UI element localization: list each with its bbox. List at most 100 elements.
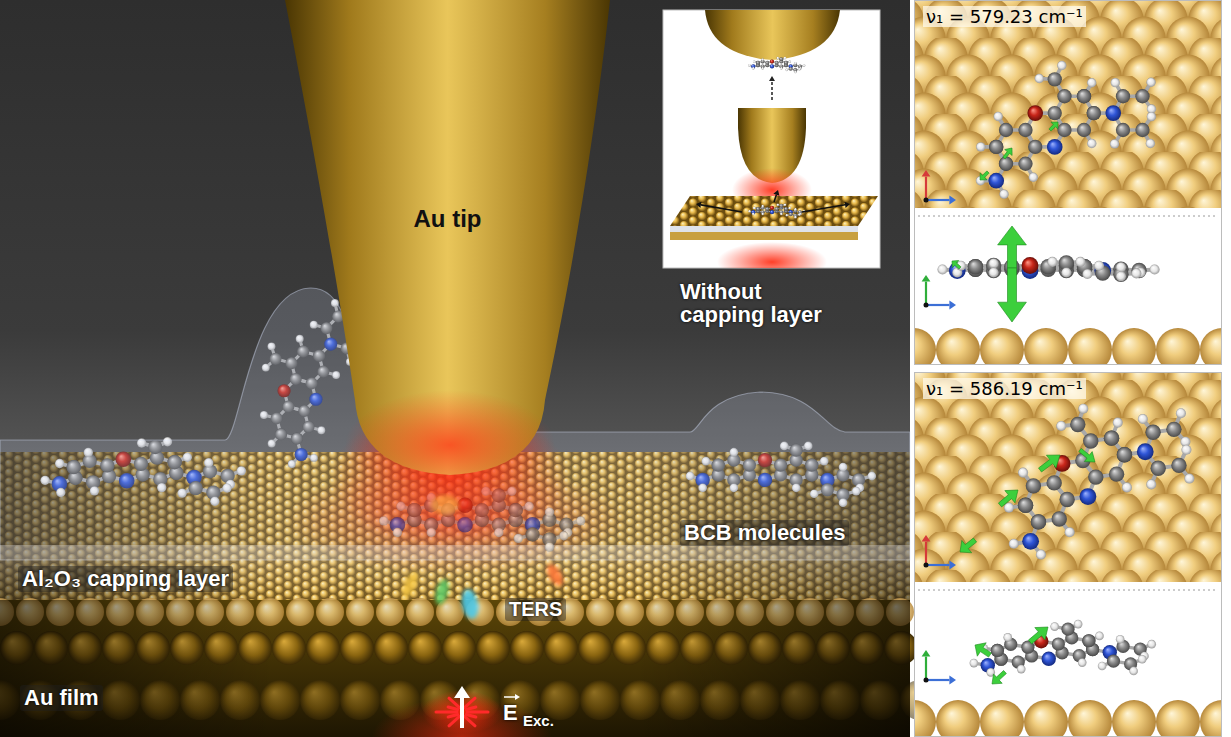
art-circle bbox=[980, 328, 1024, 365]
bcb-molecule bbox=[748, 203, 805, 218]
art-circle bbox=[1035, 74, 1044, 83]
art-circle bbox=[1146, 78, 1155, 87]
art-circle bbox=[988, 173, 1004, 189]
art-circle bbox=[1146, 139, 1155, 148]
art-circle bbox=[1048, 106, 1062, 120]
inset-picture bbox=[663, 10, 880, 282]
art-circle bbox=[980, 700, 1024, 737]
art-line bbox=[925, 177, 927, 200]
art-circle bbox=[576, 516, 585, 525]
art-ellipse bbox=[717, 242, 827, 268]
art-rect bbox=[0, 600, 910, 737]
art-circle bbox=[968, 259, 983, 274]
art-circle bbox=[914, 700, 936, 737]
art-polygon bbox=[845, 202, 850, 208]
art-circle bbox=[1095, 632, 1104, 641]
mode-arrow bbox=[960, 538, 977, 553]
art-circle bbox=[991, 644, 1004, 657]
art-circle bbox=[776, 203, 779, 206]
art-circle bbox=[1026, 478, 1041, 493]
art-circle bbox=[756, 61, 760, 65]
art-circle bbox=[779, 57, 783, 61]
art-circle bbox=[989, 140, 1003, 154]
art-circle bbox=[1104, 430, 1119, 445]
art-circle bbox=[924, 678, 929, 683]
art-rect bbox=[670, 232, 858, 240]
art-circle bbox=[1018, 498, 1033, 513]
art-rect bbox=[914, 0, 1222, 208]
art-polygon bbox=[922, 650, 931, 657]
molecule-label: BCB molecules bbox=[680, 520, 849, 546]
main-scene bbox=[0, 0, 940, 737]
art-circle bbox=[1050, 622, 1059, 631]
art-line bbox=[774, 195, 776, 202]
bcb-molecule bbox=[937, 255, 1159, 282]
art-circle bbox=[756, 207, 760, 211]
art-circle bbox=[1150, 264, 1160, 274]
art-line bbox=[918, 216, 1218, 217]
art-circle bbox=[1018, 468, 1028, 478]
art-line bbox=[701, 205, 742, 212]
art-circle bbox=[1109, 466, 1124, 481]
node-text: Without capping layer bbox=[680, 280, 840, 326]
art-circle bbox=[1087, 139, 1096, 148]
art-circle bbox=[1098, 662, 1107, 671]
art-circle bbox=[1068, 328, 1112, 365]
art-circle bbox=[756, 61, 760, 65]
art-circle bbox=[1147, 640, 1156, 649]
art-line bbox=[925, 282, 927, 305]
tip-outline bbox=[285, 0, 610, 480]
mode-arrow bbox=[998, 226, 1027, 268]
mode-panel: ν₁ = 579.23 cm⁻¹ bbox=[914, 0, 1222, 365]
art-circle bbox=[1111, 78, 1120, 87]
node-text: Au tip bbox=[414, 205, 482, 233]
art-circle bbox=[1138, 414, 1148, 424]
art-polygon bbox=[949, 196, 956, 205]
art-circle bbox=[1156, 700, 1200, 737]
art-circle bbox=[989, 258, 999, 268]
art-circle bbox=[937, 264, 947, 274]
art-circle bbox=[765, 61, 769, 65]
art-circle bbox=[775, 207, 779, 211]
art-circle bbox=[1135, 123, 1149, 137]
art-circle bbox=[803, 64, 806, 67]
field-subscript: Exc. bbox=[519, 712, 554, 729]
art-line bbox=[460, 698, 464, 728]
art-rect bbox=[914, 372, 1222, 582]
art-polygon bbox=[454, 686, 470, 698]
art-circle bbox=[1181, 445, 1191, 455]
art-circle bbox=[1094, 261, 1104, 271]
tip-shape: Au tip bbox=[285, 0, 610, 480]
art-circle bbox=[1088, 469, 1103, 484]
art-circle bbox=[779, 204, 783, 208]
art-circle bbox=[1048, 72, 1062, 86]
bcb-molecule bbox=[748, 57, 805, 74]
art-circle bbox=[785, 214, 788, 217]
art-circle bbox=[1042, 652, 1056, 666]
art-circle bbox=[1018, 123, 1032, 137]
art-path bbox=[705, 10, 840, 60]
art-circle bbox=[794, 71, 797, 74]
art-circle bbox=[1052, 637, 1065, 650]
art-circle bbox=[770, 64, 774, 68]
art-circle bbox=[1022, 257, 1039, 274]
art-circle bbox=[1057, 123, 1071, 137]
art-circle bbox=[780, 213, 783, 216]
art-circle bbox=[1082, 634, 1095, 647]
art-circle bbox=[1009, 539, 1019, 549]
art-circle bbox=[924, 563, 929, 568]
art-polygon bbox=[769, 76, 775, 81]
art-circle bbox=[1147, 112, 1156, 121]
art-circle bbox=[1150, 461, 1165, 476]
art-circle bbox=[1112, 328, 1156, 365]
art-circle bbox=[1018, 157, 1032, 171]
art-circle bbox=[798, 213, 801, 216]
art-circle bbox=[1077, 89, 1091, 103]
art-circle bbox=[924, 198, 929, 203]
mode-arrow bbox=[992, 671, 1006, 685]
bcb-molecule bbox=[970, 620, 1156, 677]
art-circle bbox=[789, 212, 793, 216]
art-line bbox=[466, 707, 476, 710]
art-polygon bbox=[922, 170, 931, 177]
